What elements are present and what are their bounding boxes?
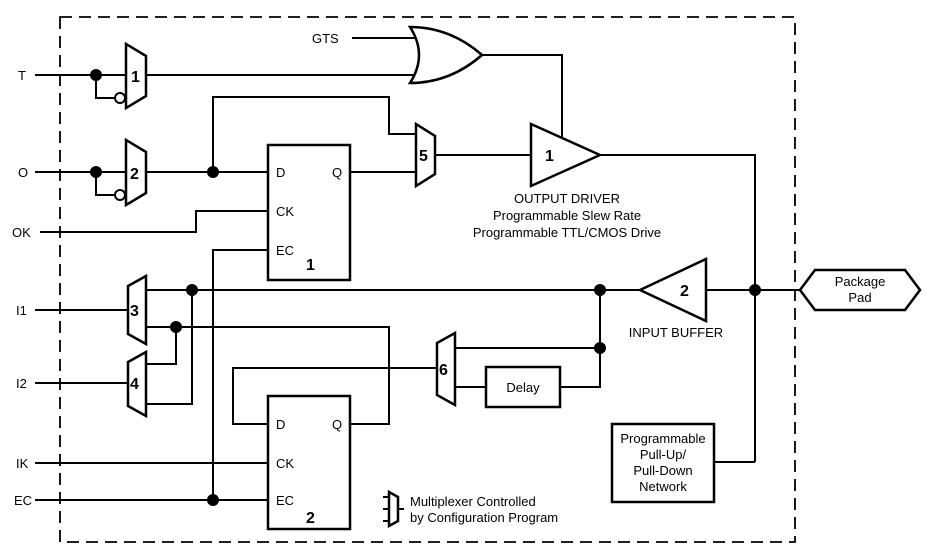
delay-label: Delay [506, 380, 540, 395]
mux-2-label: 2 [130, 166, 139, 183]
ff2-d-label: D [276, 417, 285, 432]
flipflop-2: D Q CK EC 2 [266, 394, 352, 531]
junction-dots [90, 69, 761, 506]
input-buffer-number: 2 [680, 283, 689, 300]
ff1-ec-label: EC [276, 243, 294, 258]
pullup-line-4: Network [639, 479, 687, 494]
flipflop-1: D Q CK EC 1 [266, 143, 352, 282]
or-gate [407, 25, 484, 85]
input-gts-label: GTS [312, 31, 339, 46]
input-ik-label: IK [16, 456, 29, 471]
ff1-d-label: D [276, 165, 285, 180]
ff2-number: 2 [306, 510, 315, 527]
input-buffer-caption: INPUT BUFFER [629, 325, 723, 340]
legend: Multiplexer Controlled by Configuration … [383, 489, 558, 529]
mux-6: 6 [435, 330, 457, 408]
mux-3: 3 [126, 273, 148, 347]
mux-5: 5 [414, 121, 437, 189]
mux-3-label: 3 [130, 303, 139, 320]
pullup-line-3: Pull-Down [633, 463, 692, 478]
pullup-line-2: Pull-Up/ [640, 447, 687, 462]
input-o-label: O [18, 165, 28, 180]
ff2-ck-label: CK [276, 456, 294, 471]
input-ok-label: OK [12, 225, 31, 240]
input-i1-label: I1 [16, 303, 27, 318]
legend-mux-icon [387, 489, 400, 529]
output-driver-caption-3: Programmable TTL/CMOS Drive [473, 225, 661, 240]
ff1-ck-label: CK [276, 204, 294, 219]
pullup-network: Programmable Pull-Up/ Pull-Down Network [610, 422, 716, 504]
delay-block: Delay [484, 365, 562, 409]
output-driver-number: 1 [545, 148, 554, 165]
input-buffer: 2 INPUT BUFFER [629, 257, 723, 340]
package-pad-line-2: Pad [848, 290, 871, 305]
package-pad-line-1: Package [835, 274, 886, 289]
inverter-bubble-t [114, 92, 126, 104]
ff1-q-label: Q [332, 165, 342, 180]
input-t-label: T [18, 68, 26, 83]
ff2-q-label: Q [332, 417, 342, 432]
input-labels: T O OK I1 I2 IK EC GTS [12, 31, 339, 508]
mux-2: 2 [124, 137, 148, 208]
ff1-number: 1 [306, 257, 315, 274]
legend-line-1: Multiplexer Controlled [410, 494, 536, 509]
output-driver: 1 OUTPUT DRIVER Programmable Slew Rate P… [473, 122, 661, 240]
input-i2-label: I2 [16, 376, 27, 391]
package-pad: Package Pad [798, 268, 922, 312]
legend-line-2: by Configuration Program [410, 510, 558, 525]
output-driver-caption-2: Programmable Slew Rate [493, 208, 641, 223]
input-ec-label: EC [14, 493, 32, 508]
iob-boundary [59, 16, 796, 543]
inverter-bubble-o [114, 189, 126, 201]
ff2-ec-label: EC [276, 493, 294, 508]
mux-4: 4 [126, 349, 148, 419]
output-driver-caption-1: OUTPUT DRIVER [514, 191, 620, 206]
mux-1-label: 1 [131, 69, 140, 86]
mux-6-label: 6 [439, 362, 448, 379]
mux-1: 1 [124, 41, 148, 111]
mux-5-label: 5 [419, 148, 428, 165]
pullup-line-1: Programmable [620, 431, 705, 446]
mux-4-label: 4 [130, 376, 139, 393]
